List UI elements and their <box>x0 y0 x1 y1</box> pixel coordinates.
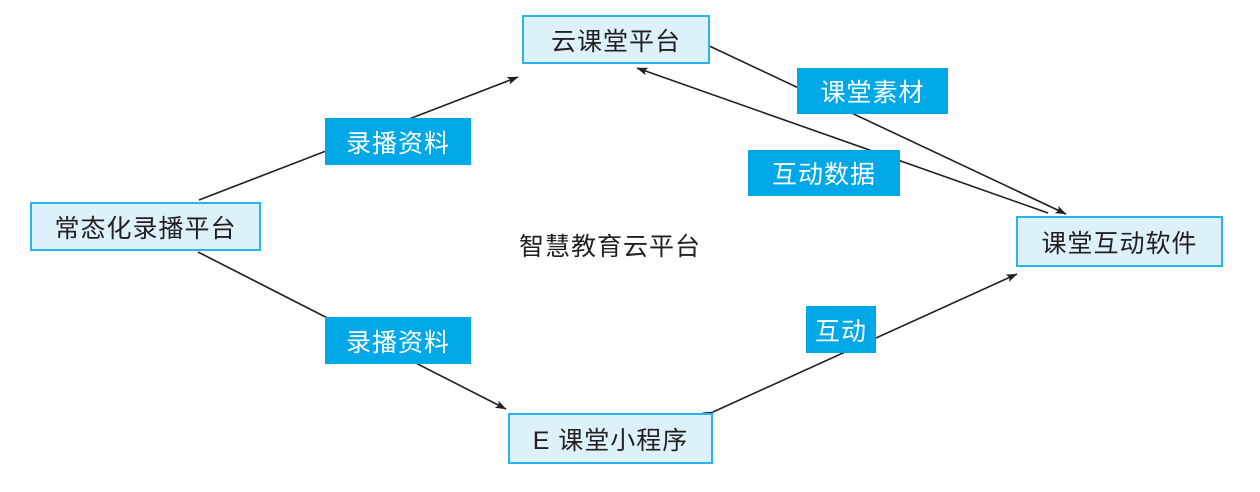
edge-label-text: 互动 <box>814 317 867 346</box>
node-label: E 课堂小程序 <box>532 426 689 455</box>
edge-label-text: 互动数据 <box>771 161 876 189</box>
edge-label-classroom-material[interactable]: 课堂素材 <box>797 68 948 114</box>
node-label: 云课堂平台 <box>550 27 681 56</box>
node-label: 课堂互动软件 <box>1041 229 1198 258</box>
node-cloud-classroom[interactable]: 云课堂平台 <box>522 15 710 64</box>
edge-label-interaction[interactable]: 互动 <box>806 306 876 353</box>
node-interactive-software[interactable]: 课堂互动软件 <box>1016 216 1223 267</box>
node-e-classroom-miniapp[interactable]: E 课堂小程序 <box>508 413 713 464</box>
node-recording-platform[interactable]: 常态化录播平台 <box>30 202 261 251</box>
diagram-center-title-text: 智慧教育云平台 <box>518 233 701 261</box>
edge-label-text: 录播资料 <box>345 328 450 357</box>
edge-label-text: 录播资料 <box>345 129 450 158</box>
edge-label-recorded-material-top[interactable]: 录播资料 <box>325 118 471 165</box>
node-label: 常态化录播平台 <box>54 214 237 243</box>
edge-label-interaction-data[interactable]: 互动数据 <box>748 150 900 196</box>
diagram-center-title: 智慧教育云平台 <box>490 226 730 264</box>
edge-label-text: 课堂素材 <box>820 79 925 107</box>
edge-label-recorded-material-bottom[interactable]: 录播资料 <box>325 317 471 364</box>
